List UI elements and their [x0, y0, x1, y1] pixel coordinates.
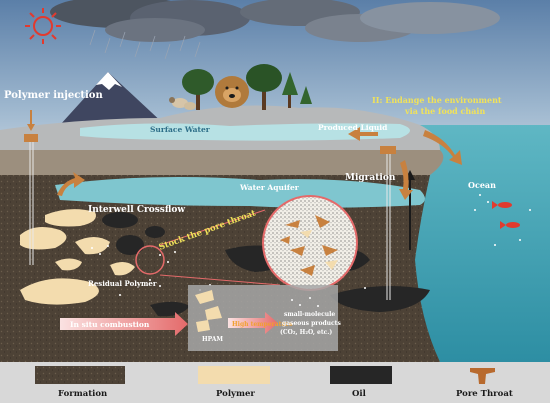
- rain: [89, 29, 201, 60]
- legend-polymer-swatch: [198, 366, 270, 384]
- legend-formation-label: Formation: [58, 389, 107, 399]
- ocean: [400, 125, 550, 362]
- fish-icon: [492, 201, 520, 229]
- legend-polymer-label: Polymer: [216, 389, 255, 399]
- residual-polymer-label: Residual Polymer: [88, 279, 157, 288]
- injection-well: [24, 110, 38, 265]
- in-situ-combustion-label: In situ combustion: [70, 320, 150, 329]
- interwell-crossflow-label: Interwell Crossflow: [88, 205, 185, 215]
- sun-icon: [25, 8, 61, 44]
- surface-water-label: Surface Water: [150, 125, 211, 134]
- migration-label: Migration: [345, 173, 396, 183]
- legend-oil-label: Oil: [352, 389, 367, 399]
- legend-formation-swatch: [35, 366, 125, 384]
- small-molecule-label: small-molecule: [284, 311, 335, 318]
- water-aquifer-label: Water Aquifer: [239, 183, 300, 192]
- endanger-label: II: Endange the environment: [372, 95, 502, 105]
- combustion-arrow: [60, 312, 188, 336]
- mountain: [60, 72, 165, 125]
- sheep-icon: [169, 97, 196, 110]
- legend-pore-throat-icon: [470, 368, 495, 384]
- produced-liquid-label: Produced Liquid: [318, 123, 388, 132]
- surface-water: [80, 123, 410, 141]
- water-aquifer: [55, 176, 425, 208]
- trees: [182, 64, 312, 110]
- hpam-fragments: [195, 290, 222, 332]
- legend-pore-throat: Pore Throat: [456, 368, 513, 399]
- flow-arrows: [57, 127, 462, 200]
- gaseous-products-label: gaseous products: [282, 320, 341, 327]
- legend-pore-throat-label: Pore Throat: [456, 389, 513, 399]
- legend-oil: Oil: [330, 366, 392, 399]
- pore-magnified-view: [135, 195, 358, 291]
- polymer-blobs: [20, 209, 135, 305]
- legend-polymer: Polymer: [198, 366, 270, 399]
- production-well: [380, 146, 415, 300]
- legend-formation: Formation: [35, 366, 125, 399]
- ocean-label: Ocean: [468, 180, 496, 190]
- high-temperature-label: High temperature: [232, 321, 293, 328]
- ocean-dots: [474, 194, 531, 246]
- legend-oil-swatch: [330, 366, 392, 384]
- food-chain-label: via the food chain: [404, 106, 485, 116]
- gas-dots: [291, 297, 319, 307]
- hpam-label: HPAM: [202, 336, 223, 343]
- dog-icon: [215, 76, 249, 108]
- clouds: [50, 0, 500, 42]
- products-formula-label: (CO₂, H₂O, etc.): [280, 329, 332, 336]
- high-temperature-arrow: [228, 312, 278, 334]
- upper-layer: [0, 150, 444, 175]
- polymer-injection-label: Polymer injection: [4, 90, 103, 101]
